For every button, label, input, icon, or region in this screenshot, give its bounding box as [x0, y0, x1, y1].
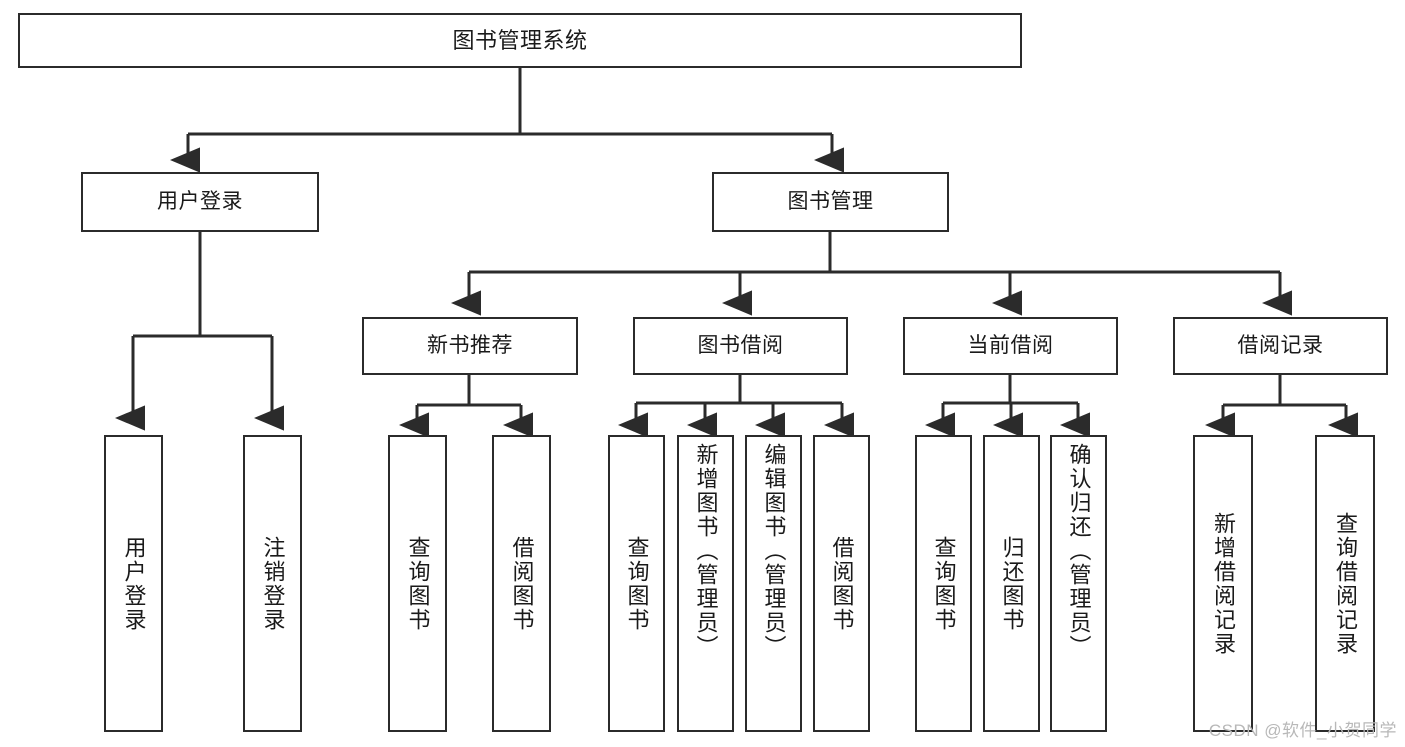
leaf-logout-login[interactable]: 注销登录 [243, 435, 302, 732]
leaf-borrow-book-2[interactable]: 借阅图书 [813, 435, 870, 732]
node-book-borrow-label: 图书借阅 [697, 333, 784, 357]
leaf-confirm-return[interactable]: 确认归还（管理员） [1050, 435, 1107, 732]
leaf-query-record[interactable]: 查询借阅记录 [1315, 435, 1375, 732]
leaf-query-book-1[interactable]: 查询图书 [388, 435, 447, 732]
leaf-query-book-2-label: 查询图书 [624, 535, 650, 632]
node-user-login-label: 用户登录 [157, 189, 243, 213]
leaf-borrow-book-1-label: 借阅图书 [509, 535, 535, 632]
leaf-query-book-2[interactable]: 查询图书 [608, 435, 665, 732]
node-new-book-recommend[interactable]: 新书推荐 [362, 317, 578, 375]
leaf-confirm-return-label: 确认归还（管理员） [1066, 443, 1092, 659]
leaf-user-login-label: 用户登录 [121, 535, 147, 632]
node-current-borrow[interactable]: 当前借阅 [903, 317, 1118, 375]
node-book-management[interactable]: 图书管理 [712, 172, 949, 232]
node-root[interactable]: 图书管理系统 [18, 13, 1022, 68]
leaf-query-book-3-label: 查询图书 [931, 535, 957, 632]
leaf-add-record-label: 新增借阅记录 [1211, 511, 1236, 656]
leaf-add-record[interactable]: 新增借阅记录 [1193, 435, 1253, 732]
leaf-return-book[interactable]: 归还图书 [983, 435, 1040, 732]
leaf-borrow-book-1[interactable]: 借阅图书 [492, 435, 551, 732]
leaf-add-book-label: 新增图书（管理员） [693, 443, 719, 659]
node-user-login[interactable]: 用户登录 [81, 172, 319, 232]
node-root-label: 图书管理系统 [452, 27, 588, 53]
leaf-add-book[interactable]: 新增图书（管理员） [677, 435, 734, 732]
node-borrow-record-label: 借阅记录 [1237, 333, 1324, 357]
leaf-user-login[interactable]: 用户登录 [104, 435, 163, 732]
node-new-book-recommend-label: 新书推荐 [427, 333, 513, 357]
node-book-borrow[interactable]: 图书借阅 [633, 317, 848, 375]
node-book-management-label: 图书管理 [787, 189, 874, 213]
watermark: CSDN @软件_小贺同学 [1208, 721, 1397, 740]
leaf-return-book-label: 归还图书 [999, 535, 1025, 632]
leaf-edit-book-label: 编辑图书（管理员） [761, 443, 787, 659]
leaf-query-book-3[interactable]: 查询图书 [915, 435, 972, 732]
leaf-query-record-label: 查询借阅记录 [1333, 511, 1358, 656]
node-borrow-record[interactable]: 借阅记录 [1173, 317, 1388, 375]
node-current-borrow-label: 当前借阅 [967, 333, 1054, 357]
leaf-logout-login-label: 注销登录 [260, 535, 286, 632]
leaf-edit-book[interactable]: 编辑图书（管理员） [745, 435, 802, 732]
leaf-query-book-1-label: 查询图书 [405, 535, 431, 632]
leaf-borrow-book-2-label: 借阅图书 [829, 535, 855, 632]
